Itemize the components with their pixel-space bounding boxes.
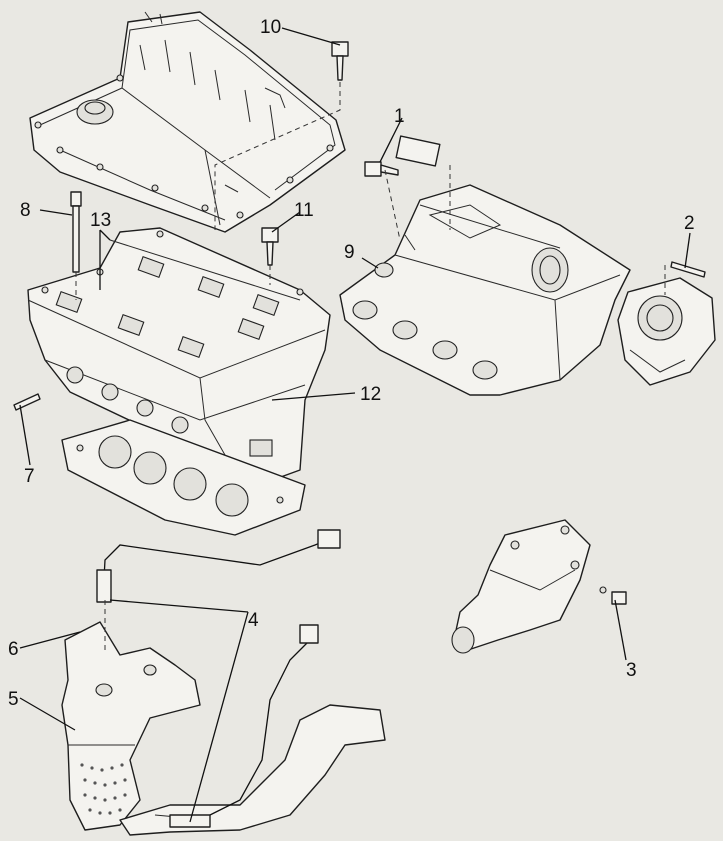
callout-labels: 10 1 2 3 4 5 6 7 8 9 11 12 13 [8, 17, 695, 710]
exhaust-manifold [61, 621, 201, 831]
callout-2: 2 [684, 213, 695, 234]
leader-lines [19, 27, 691, 823]
screw-3 [599, 586, 627, 605]
callout-1: 1 [394, 106, 405, 127]
exhaust-pipe [119, 704, 386, 836]
callout-10: 10 [260, 17, 281, 38]
stud-7 [13, 393, 41, 411]
callout-4: 4 [248, 610, 259, 631]
stud-8 [70, 191, 82, 273]
callout-3: 3 [626, 660, 637, 681]
callout-13: 13 [90, 210, 111, 231]
intake-manifold [339, 184, 631, 396]
valve-cover [29, 11, 346, 233]
sensor-bolt-1 [364, 135, 441, 177]
callout-8: 8 [20, 200, 31, 221]
oxygen-sensor-upper [96, 529, 341, 603]
bolt-11 [261, 227, 279, 266]
callout-9: 9 [344, 242, 355, 263]
alignment-lines [75, 82, 666, 650]
head-gasket [61, 419, 306, 536]
callout-11: 11 [294, 200, 314, 221]
callout-5: 5 [8, 689, 19, 710]
callout-7: 7 [24, 466, 35, 487]
throttle-body [617, 277, 716, 386]
callout-12: 12 [360, 384, 381, 405]
callout-6: 6 [8, 639, 19, 660]
bolt-2 [670, 261, 706, 278]
oxygen-sensor-lower [169, 624, 319, 828]
washer-9 [374, 262, 394, 278]
thermostat-housing [451, 519, 591, 654]
bolt-10 [331, 41, 349, 81]
